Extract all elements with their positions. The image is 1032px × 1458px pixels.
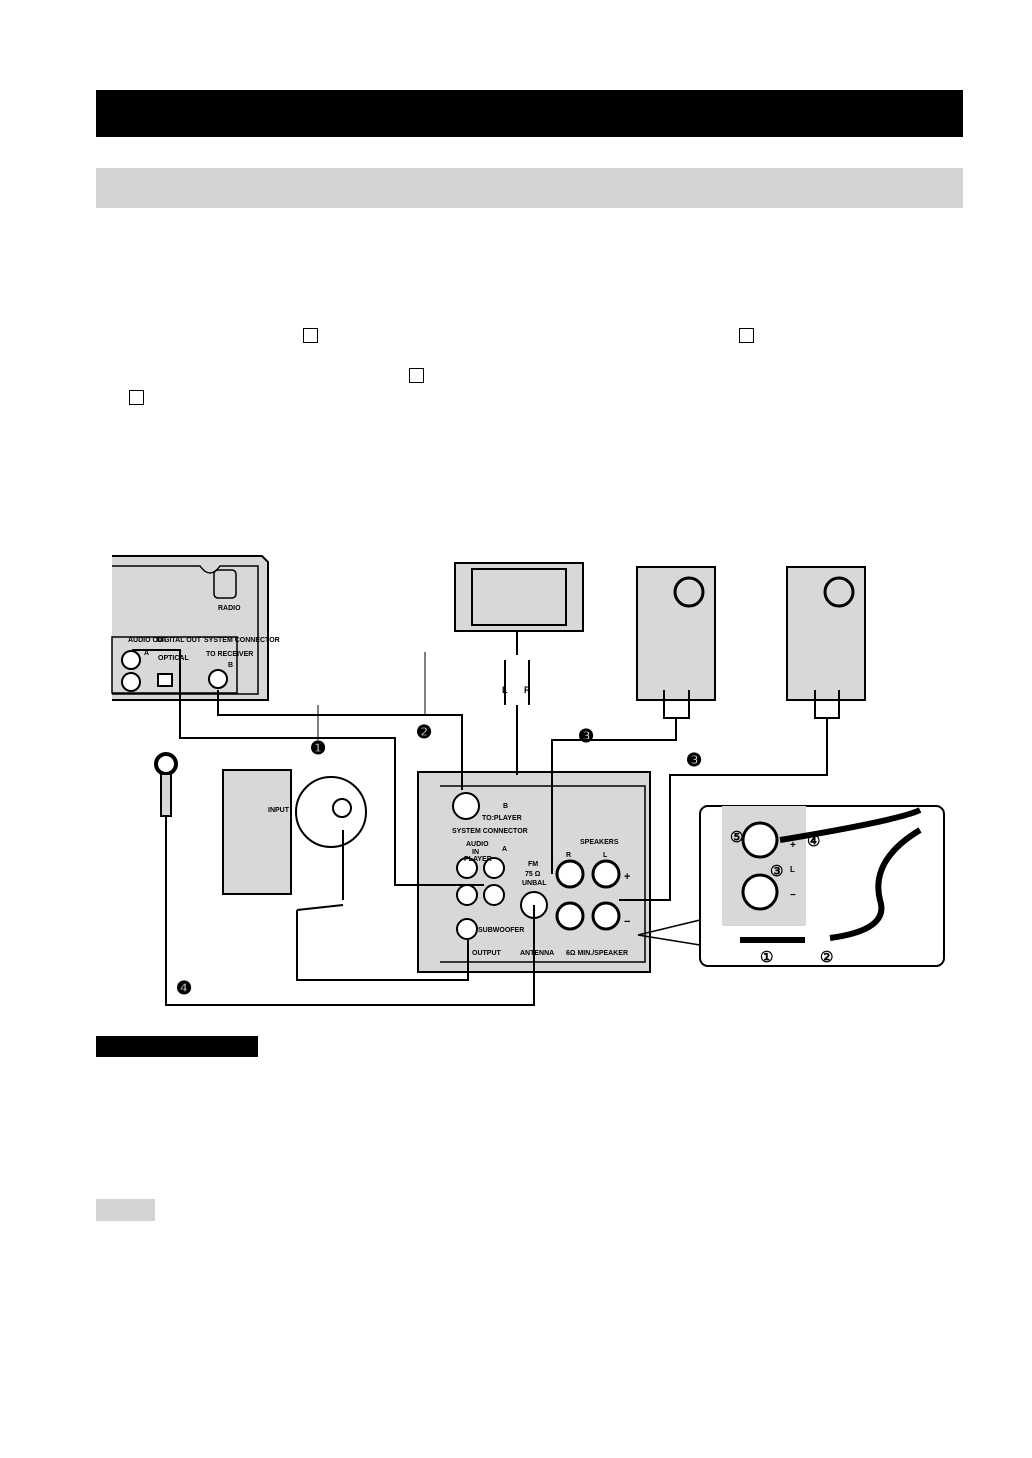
label-optical: OPTICAL — [158, 655, 189, 662]
label-output: OUTPUT — [472, 950, 502, 957]
step-4: ④ — [807, 833, 820, 850]
subwoofer — [222, 769, 292, 895]
callout-2: ❷ — [416, 722, 432, 742]
label-antenna: ANTENNA — [520, 950, 554, 957]
label-r: R — [566, 852, 571, 859]
marker-box — [409, 368, 424, 383]
label-player: PLAYER — [464, 856, 492, 863]
label-75ohm: 75 Ω — [525, 871, 541, 878]
step-2: ② — [820, 949, 833, 966]
label-b: B — [503, 803, 508, 810]
fm-antenna — [154, 752, 178, 776]
marker-box — [739, 328, 754, 343]
label-system-connector: SYSTEM CONNECTOR — [204, 637, 280, 644]
inset-minus: − — [790, 890, 796, 901]
label-to-player: TO:PLAYER — [482, 815, 522, 822]
callout-3: ❸ — [686, 750, 702, 770]
label-fm: FM — [528, 861, 538, 868]
label-subwoofer: SUBWOOFER — [478, 927, 524, 934]
label-to-receiver: TO RECEIVER — [206, 651, 253, 658]
step-1: ① — [760, 949, 773, 966]
label-a: A — [502, 846, 507, 853]
label-b: B — [228, 662, 233, 669]
marker-box — [303, 328, 318, 343]
label-system-connector: SYSTEM CONNECTOR — [452, 828, 528, 835]
label-audio-out: AUDIO OUT — [128, 637, 168, 644]
label-l: L — [603, 852, 608, 859]
label-in: IN — [472, 849, 479, 856]
marker-box — [129, 390, 144, 405]
caution-label-box — [96, 1036, 258, 1057]
section-title-bar — [96, 90, 963, 137]
label-plug-r: R — [524, 685, 531, 695]
inset-plus: + — [790, 840, 796, 851]
inset-l: L — [790, 865, 795, 874]
label-plug-l: L — [502, 685, 508, 695]
callout-4: ❹ — [176, 978, 192, 998]
label-minus: − — [624, 916, 630, 928]
label-a: A — [144, 650, 149, 657]
label-input: INPUT — [268, 807, 290, 814]
label-plus: + — [624, 871, 630, 883]
note-label-box — [96, 1199, 155, 1221]
step-5: ⑤ — [730, 829, 743, 846]
subsection-title-bar — [96, 168, 963, 208]
callout-1: ❶ — [310, 738, 326, 758]
label-audio: AUDIO — [466, 841, 489, 848]
label-digital-out: DIGITAL OUT — [157, 637, 202, 644]
label-speakers: SPEAKERS — [580, 839, 619, 846]
label-unbal: UNBAL — [522, 880, 547, 887]
label-6ohm-min-speaker: 6Ω MIN./SPEAKER — [566, 950, 628, 957]
callout-3: ❸ — [578, 726, 594, 746]
step-3: ③ — [770, 863, 783, 880]
label-radio: RADIO — [218, 605, 241, 612]
